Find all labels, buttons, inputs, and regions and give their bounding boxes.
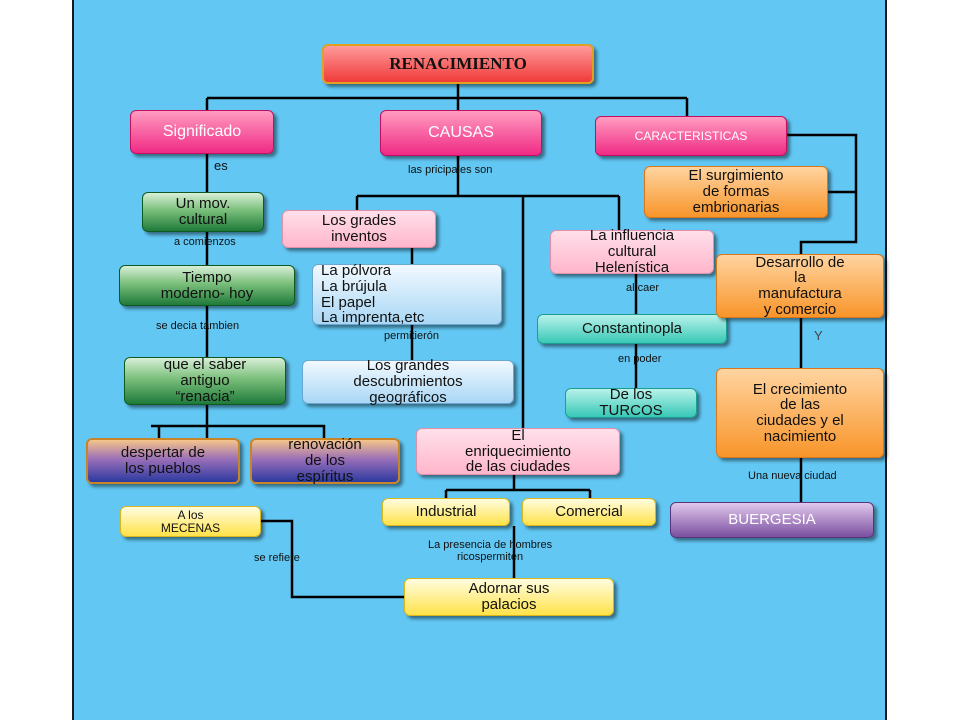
label-en-poder: en poder <box>618 353 662 365</box>
label-y: Y <box>814 328 823 343</box>
node-saber-antiguo: que el saber antiguo “renacia” <box>124 357 286 405</box>
node-constantinopla: Constantinopla <box>537 314 727 344</box>
node-enriquecimiento: El enriquecimiento de las ciudades <box>416 428 620 475</box>
node-crecimiento: El crecimiento de las ciudades y el naci… <box>716 368 884 458</box>
label-es: es <box>214 158 228 173</box>
node-industrial: Industrial <box>382 498 510 526</box>
node-renacimiento: RENACIMIENTO <box>322 44 594 84</box>
node-grandes-inventos: Los grades inventos <box>282 210 436 248</box>
connector-lines <box>151 84 858 599</box>
node-comercial: Comercial <box>522 498 656 526</box>
node-renovacion: renovación de los espíritus <box>250 437 400 484</box>
node-significado: Significado <box>130 110 274 154</box>
node-despertar: despertar de los pueblos <box>86 438 240 484</box>
label-principales: las pricipales son <box>408 164 493 176</box>
concept-map-canvas: RENACIMIENTO Significado CAUSAS CARACTER… <box>72 0 887 720</box>
node-caracteristicas: CARACTERISTICAS <box>595 116 787 156</box>
label-permitieron: permitierón <box>384 330 440 342</box>
label-se-decia: se decia tambien <box>156 320 240 332</box>
label-al-caer: al caer <box>626 282 660 294</box>
node-burguesia: BUERGESIA <box>670 502 874 538</box>
node-desarrollo: Desarrollo de la manufactura y comercio <box>716 254 884 318</box>
node-mov-cultural: Un mov. cultural <box>142 192 264 232</box>
label-presencia: La presencia de hombres ricospermiten <box>428 539 553 563</box>
node-tiempo-moderno: Tiempo moderno- hoy <box>119 265 295 306</box>
label-nueva-ciudad: Una nueva ciudad <box>748 470 837 482</box>
node-influencia-helenistica: La influencia cultural Helenística <box>550 228 714 275</box>
label-a-comienzos: a comienzos <box>174 236 236 248</box>
node-turcos: De los TURCOS <box>565 387 697 418</box>
node-polvora-list: La pólvora La brújula El papel La impren… <box>312 263 502 326</box>
node-causas: CAUSAS <box>380 110 542 156</box>
node-descubrimientos: Los grandes descubrimientos geográficos <box>302 358 514 405</box>
node-surgimiento: El surgimiento de formas embrionarias <box>644 166 828 218</box>
node-mecenas: A los MECENAS <box>120 506 261 537</box>
label-se-refiere: se refiere <box>254 552 300 564</box>
node-adornar-palacios: Adornar sus palacios <box>404 578 614 616</box>
